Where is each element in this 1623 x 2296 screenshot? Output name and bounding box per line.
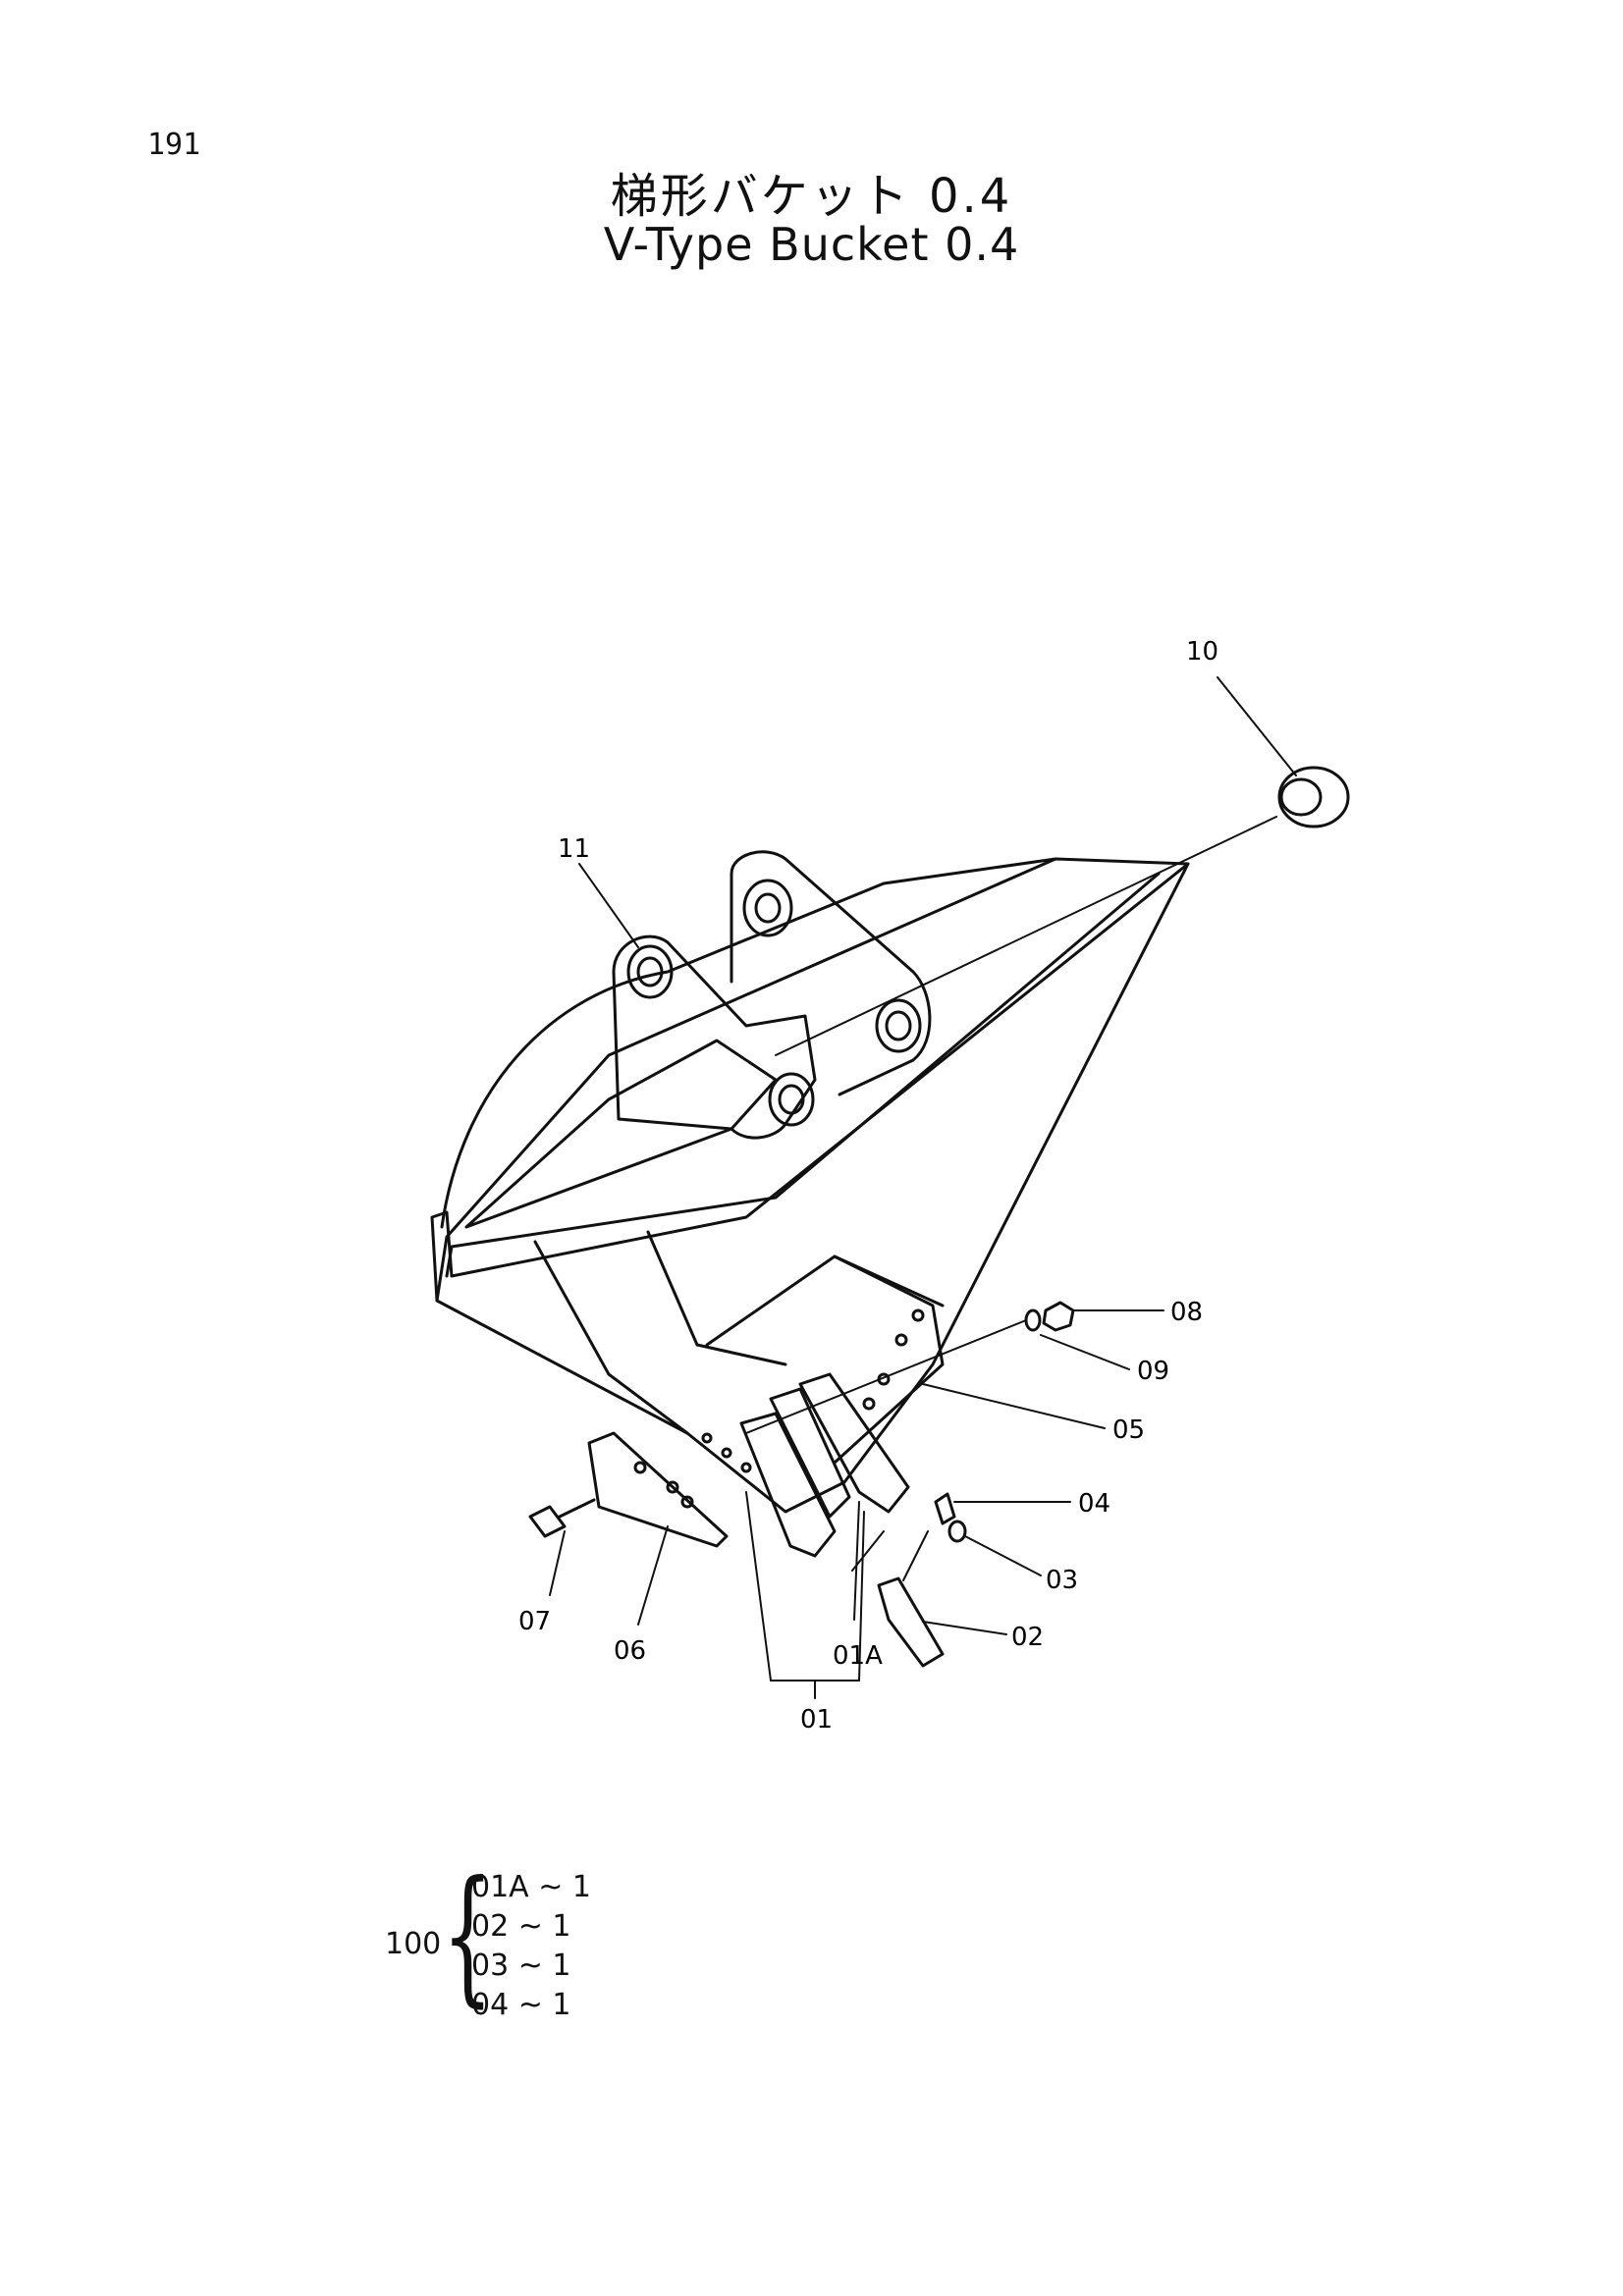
bolt-07 [528, 1498, 596, 1538]
callout-08: 08 [1170, 1298, 1203, 1327]
kit-item: 03 ~ 1 [471, 1949, 571, 1983]
callout-10: 10 [1186, 637, 1218, 667]
title-japanese: 梯形バケット 0.4 [610, 169, 1013, 224]
callout-02: 02 [1011, 1623, 1044, 1652]
bucket-lug-plate-2 [730, 850, 932, 1096]
kit-item: 01A ~ 1 [471, 1870, 591, 1904]
pin-04 [934, 1492, 956, 1525]
kit-brace: { [442, 1850, 494, 2021]
ring-10 [1277, 766, 1350, 828]
bucket-side-panel [833, 1255, 945, 1465]
pin-boss-right [875, 998, 922, 1053]
bucket-inner-floor [705, 1255, 945, 1347]
callout-01A: 01A [833, 1641, 883, 1671]
tooth-right [798, 1372, 910, 1514]
callout-11: 11 [558, 834, 590, 864]
kit-item: 04 ~ 1 [471, 1988, 571, 2022]
bucket-rear-rib [464, 1039, 778, 1229]
callout-01: 01 [800, 1705, 833, 1735]
bucket-back-curve [440, 857, 1057, 1229]
bucket-shell [430, 857, 1190, 1303]
tooth-mid [769, 1387, 851, 1519]
bucket-top-rail [445, 872, 1161, 1278]
callout-04: 04 [1078, 1489, 1110, 1519]
callout-09: 09 [1137, 1357, 1169, 1386]
kit-number: 100 [385, 1927, 442, 1961]
pin-boss-lower [768, 1072, 815, 1127]
bucket-inner-left [533, 1240, 689, 1435]
lock-03 [947, 1520, 967, 1543]
callout-03: 03 [1046, 1566, 1078, 1595]
side-cutter-06 [587, 1431, 729, 1548]
pin-boss-11 [626, 944, 674, 999]
title-english: V-Type Bucket 0.4 [603, 218, 1020, 271]
washer-09 [1024, 1308, 1042, 1332]
nut-08 [1042, 1301, 1075, 1332]
bucket-front-edge [435, 862, 1190, 1514]
bucket-lug-plate [612, 934, 817, 1140]
tooth-02 [877, 1576, 945, 1668]
callout-05: 05 [1112, 1415, 1145, 1445]
callout-07: 07 [518, 1607, 551, 1636]
pin-boss-upper [742, 879, 793, 937]
kit-item: 02 ~ 1 [471, 1909, 571, 1944]
page-number: 191 [147, 128, 201, 162]
tooth-left [739, 1412, 837, 1558]
callout-06: 06 [614, 1636, 646, 1666]
bucket-inner-mid [646, 1230, 787, 1366]
